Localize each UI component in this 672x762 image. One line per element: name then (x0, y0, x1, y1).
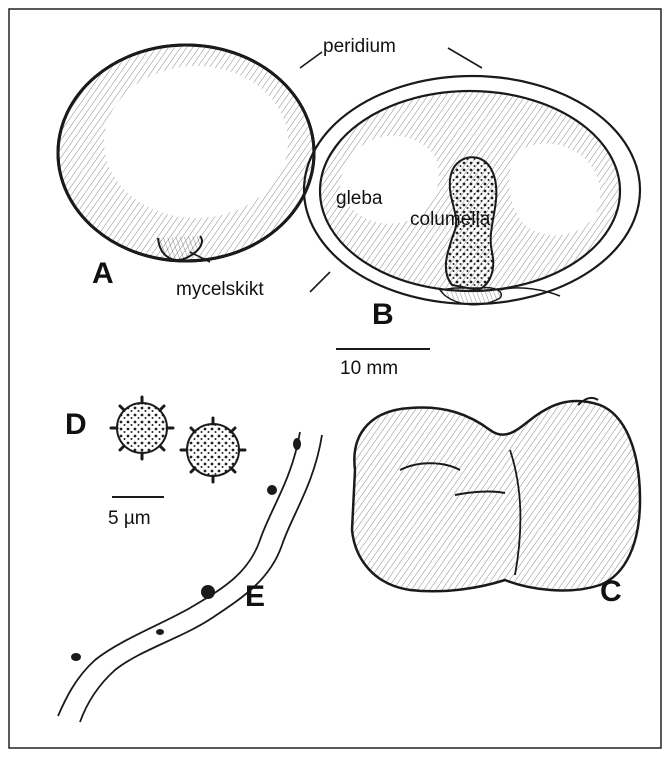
fruitbody-c-drawing (352, 398, 640, 591)
panel-letter-a: A (92, 257, 114, 290)
panel-letter-e: E (245, 580, 265, 613)
scale-label-large: 10 mm (340, 358, 398, 379)
spores-d-drawing (111, 397, 245, 482)
label-peridium: peridium (323, 36, 396, 57)
fruitbody-a-drawing (58, 45, 314, 261)
label-mycelskikt: mycelskikt (176, 279, 264, 300)
scale-label-small: 5 µm (108, 508, 151, 529)
hypha-e-drawing (58, 432, 322, 722)
panel-letter-c: C (600, 575, 622, 608)
panel-letter-d: D (65, 408, 87, 441)
label-columella: columella (410, 209, 491, 230)
label-gleba: gleba (336, 188, 383, 209)
panel-letter-b: B (372, 298, 394, 331)
